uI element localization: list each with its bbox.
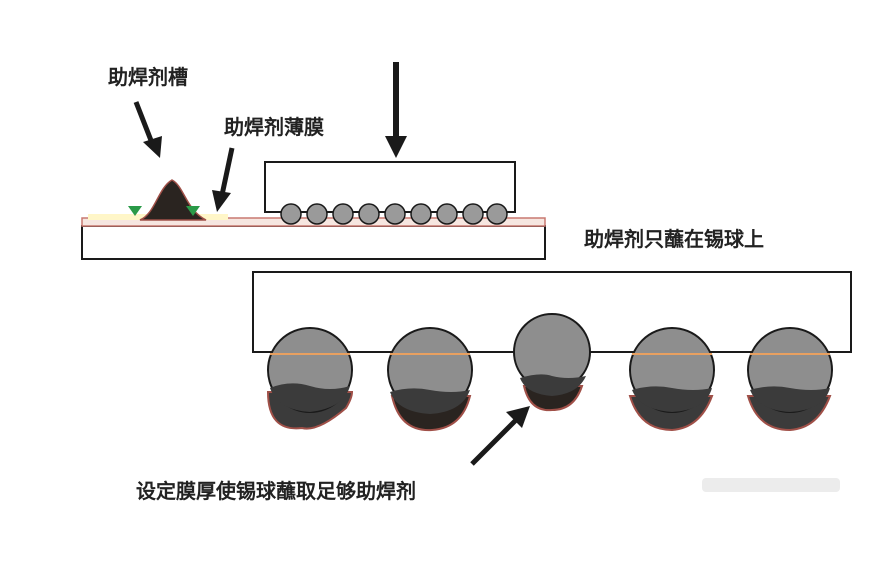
solder-ball-upper bbox=[358, 203, 380, 225]
solder-ball-upper bbox=[462, 203, 484, 225]
watermark-blur bbox=[702, 478, 840, 492]
label-flux-trough: 助焊剂槽 bbox=[108, 65, 188, 89]
solder-ball-upper bbox=[306, 203, 328, 225]
trough-pointer-arrow bbox=[133, 101, 162, 158]
solder-ball-lower bbox=[746, 327, 833, 432]
film-pointer-arrow bbox=[212, 147, 235, 212]
flux-trough-mound bbox=[139, 179, 207, 221]
solder-ball-upper bbox=[280, 203, 302, 225]
solder-ball-lower bbox=[628, 327, 715, 432]
solder-ball-upper bbox=[384, 203, 406, 225]
component-dipping bbox=[264, 161, 516, 225]
flux-depth-pointer-arrow bbox=[470, 406, 530, 466]
flux-trough bbox=[128, 179, 207, 221]
solder-ball-lower bbox=[266, 327, 354, 430]
press-arrow bbox=[385, 62, 407, 158]
solder-ball-row-lower bbox=[266, 313, 833, 432]
flux-tray-plate bbox=[81, 225, 546, 260]
label-film-thickness-note: 设定膜厚使锡球蘸取足够助焊剂 bbox=[136, 479, 416, 503]
trough-marker-right bbox=[186, 206, 200, 216]
solder-ball-row-upper bbox=[280, 203, 508, 225]
solder-ball-upper bbox=[332, 203, 354, 225]
solder-ball-lower bbox=[513, 313, 591, 412]
trough-marker-left bbox=[128, 206, 142, 216]
label-flux-film: 助焊剂薄膜 bbox=[224, 115, 324, 139]
solder-ball-upper bbox=[436, 203, 458, 225]
label-flux-on-balls-only: 助焊剂只蘸在锡球上 bbox=[584, 227, 764, 251]
solder-ball-lower bbox=[387, 327, 473, 432]
solder-ball-upper bbox=[410, 203, 432, 225]
solder-ball-upper bbox=[486, 203, 508, 225]
